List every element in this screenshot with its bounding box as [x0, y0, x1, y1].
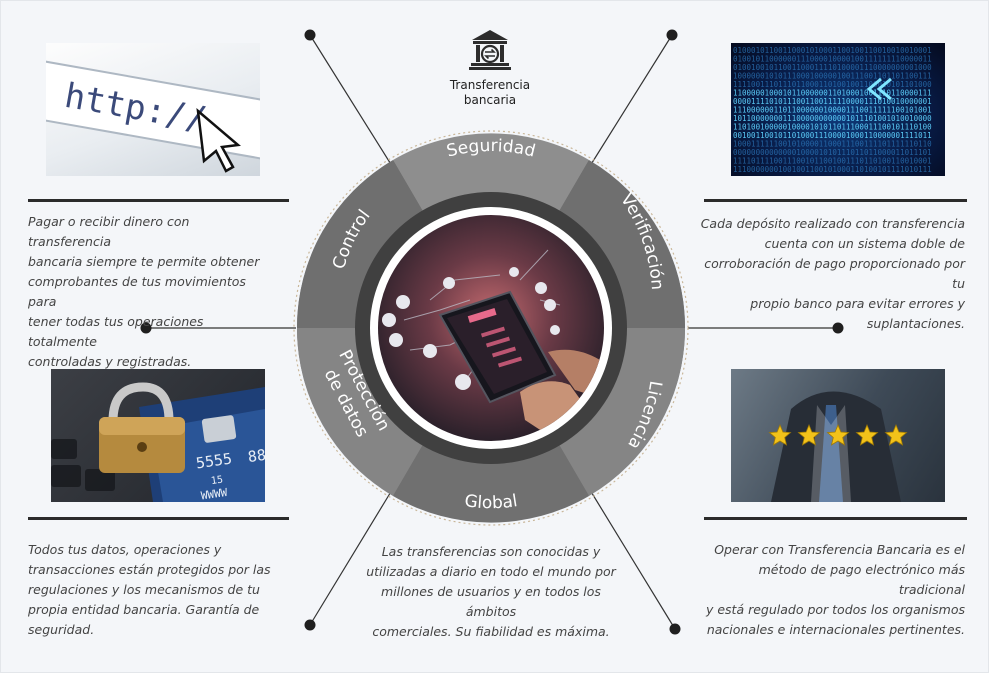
- photo-binary-code: 0100010110011000101000110010011001001001…: [731, 43, 945, 176]
- label-global: Global: [463, 491, 518, 513]
- verificacion-description: Cada depósito realizado con transferenci…: [700, 216, 965, 331]
- rule-control: [28, 199, 289, 202]
- title-block: Transferencia bancaria: [430, 28, 550, 108]
- title-line-2: bancaria: [463, 93, 517, 107]
- photo-padlock-cards: 5555 88 15 WWWW: [51, 369, 265, 502]
- star-icon: [797, 423, 821, 446]
- connector-dot: [669, 623, 681, 635]
- connector-dot: [832, 322, 844, 334]
- star-icon: [884, 423, 908, 446]
- photo-five-stars: [731, 369, 945, 502]
- photo-http-address-bar: http://: [46, 43, 260, 176]
- star-icon: [768, 423, 792, 446]
- binary-pattern: 0100010110011000101000110010011001001001…: [733, 46, 932, 174]
- svg-text:101100000001110000000000010111: 1011000000011100000000000101110100101001…: [733, 114, 932, 123]
- svg-text:110100100000100001010110111000: 1101001000001000010101101110001110010111…: [733, 123, 932, 132]
- star-icon: [826, 423, 850, 446]
- svg-text:010010010110011000111101000011: 0100100101100110001111010000111000000000…: [733, 63, 932, 72]
- svg-text:100011111100101000011000111001: 1000111111001010000110001110011110111111…: [733, 140, 932, 149]
- svg-text:111000000110110000001000011100: 1110000001101100000010000111001111110010…: [733, 106, 932, 115]
- svg-text:000000000000001000010101110110: 0000000000000010000101011101101100001101…: [733, 148, 932, 157]
- connector-line: [589, 34, 673, 167]
- svg-text:010001011001100010100011001001: 0100010110011000101000110010011001001001…: [733, 46, 932, 55]
- svg-text:111101111001110010110010011101: 1111011110011100101100100111011010011001…: [733, 157, 932, 166]
- card-number-2: 88: [247, 446, 265, 466]
- connector-dot: [304, 619, 316, 631]
- control-description: Pagar o recibir dinero con transferencia…: [28, 214, 260, 369]
- svg-text:100000010101110001000001001110: 1000000101011100010000010011100110110110…: [733, 72, 932, 81]
- svg-text:010010110000001110000100001001: 0100101100000011100001000010011111111000…: [733, 55, 932, 64]
- card-name: WWWW: [200, 486, 228, 502]
- connector-dot: [666, 29, 678, 41]
- card-date: 15: [210, 474, 223, 487]
- bank-transfer-icon: [469, 30, 511, 70]
- wheel-dotted-outline: [293, 130, 689, 526]
- svg-text:111000000010010011001010001101: 1110000000100100110010100011010010111101…: [733, 165, 932, 174]
- connector-dot: [304, 29, 316, 41]
- rating-stars: [768, 423, 908, 446]
- svg-text:111100111011101100011010010011: 1111001110111011000110100100110001010110…: [733, 80, 932, 89]
- card-number-1: 5555: [195, 450, 233, 473]
- connector-dot: [140, 322, 152, 334]
- connector-line: [309, 34, 393, 167]
- svg-text:000011110101110011001111100001: 0000111101011100110011111000011101001000…: [733, 97, 932, 106]
- rule-proteccion: [28, 517, 289, 520]
- star-icon: [855, 423, 879, 446]
- connector-line: [309, 489, 393, 626]
- segment-label-global: Global: [463, 491, 518, 513]
- connector-line: [589, 489, 676, 630]
- rule-verificacion: [704, 199, 967, 202]
- svg-text:001001100101101000111000010001: 0010011001011010001110000100011000000111…: [733, 131, 932, 140]
- rule-licencia: [704, 517, 967, 520]
- svg-text:110000010001011000000110100010: 1100000100010110000001101000100111011000…: [733, 89, 932, 98]
- chevron-left-icon: [866, 77, 892, 101]
- title-line-1: Transferencia: [449, 78, 531, 92]
